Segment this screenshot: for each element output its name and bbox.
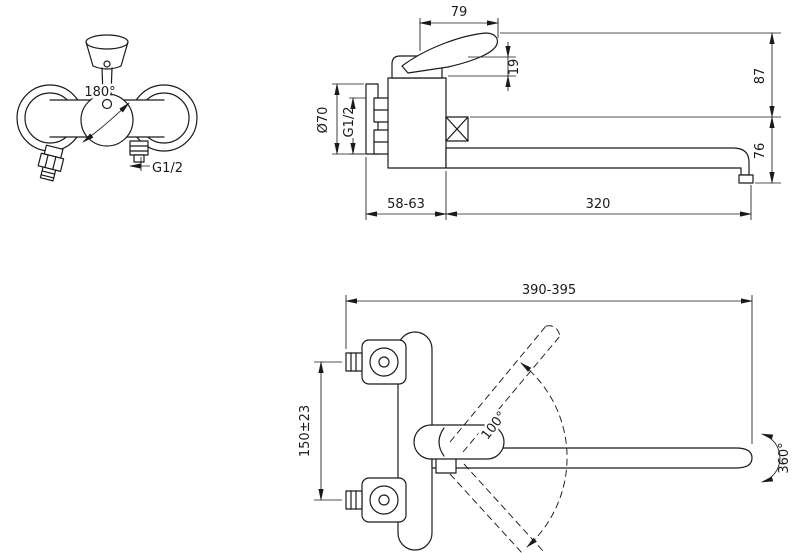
- top-spout: [431, 447, 753, 469]
- side-dim-handle-width: 79: [419, 5, 499, 51]
- side-lever-clearance-label: 19: [507, 59, 522, 76]
- side-shower-outlet: [445, 116, 469, 142]
- side-body: [387, 77, 447, 169]
- front-rotation-annotation: 180°: [82, 83, 130, 143]
- side-spout: [445, 147, 750, 176]
- side-fixture: [365, 32, 754, 184]
- front-handle: [85, 34, 129, 70]
- side-dim-inlet-thread: G1/2: [342, 97, 366, 155]
- front-view: 180° G1/2: [16, 34, 198, 182]
- side-dim-lever-clearance: 19: [448, 42, 522, 91]
- side-spout-length-label: 320: [586, 197, 611, 212]
- side-flange-diameter-label: Ø70: [316, 107, 331, 134]
- front-outlet-thread-label: G1/2: [152, 161, 183, 176]
- top-dim-inlet-spacing: 150±23: [298, 361, 342, 501]
- side-upper-height-label: 87: [753, 68, 768, 85]
- top-handle: [413, 424, 505, 460]
- top-flange-upper: [361, 339, 407, 385]
- top-inlet-spacing-label: 150±23: [298, 405, 313, 457]
- top-flange-lower: [361, 477, 407, 523]
- side-inlet-thread-label: G1/2: [342, 107, 357, 138]
- top-rotation-label: 360°: [777, 442, 792, 473]
- top-dim-overall-length: 390-395: [345, 283, 753, 444]
- top-fixture: [345, 331, 753, 551]
- top-view: 100° 360° 390-395 150±23: [298, 283, 792, 553]
- front-outlet-stub: [129, 140, 149, 163]
- top-inlet-stub-lower: [345, 490, 363, 510]
- top-inlet-stub-upper: [345, 352, 363, 372]
- side-lever: [401, 32, 499, 74]
- side-view: 79 19 87 76 Ø70: [316, 5, 781, 220]
- side-dim-lower-height: 76: [753, 116, 781, 184]
- front-body: [49, 67, 165, 147]
- side-dim-spout-length: 320: [445, 185, 752, 220]
- top-overall-length-label: 390-395: [522, 283, 576, 298]
- top-rotation-annotation: 360°: [761, 433, 792, 483]
- side-wall-distance-label: 58-63: [387, 197, 425, 212]
- front-outlet-thread-annotation: G1/2: [129, 157, 186, 179]
- front-swivel-label: 180°: [84, 85, 115, 100]
- side-lower-height-label: 76: [753, 143, 768, 160]
- side-dim-flange-diameter: Ø70: [316, 83, 364, 155]
- side-handle-width-label: 79: [451, 5, 468, 20]
- side-aerator: [738, 174, 754, 184]
- front-supply-fitting: [37, 144, 65, 182]
- side-dim-upper-height: 87: [470, 32, 781, 118]
